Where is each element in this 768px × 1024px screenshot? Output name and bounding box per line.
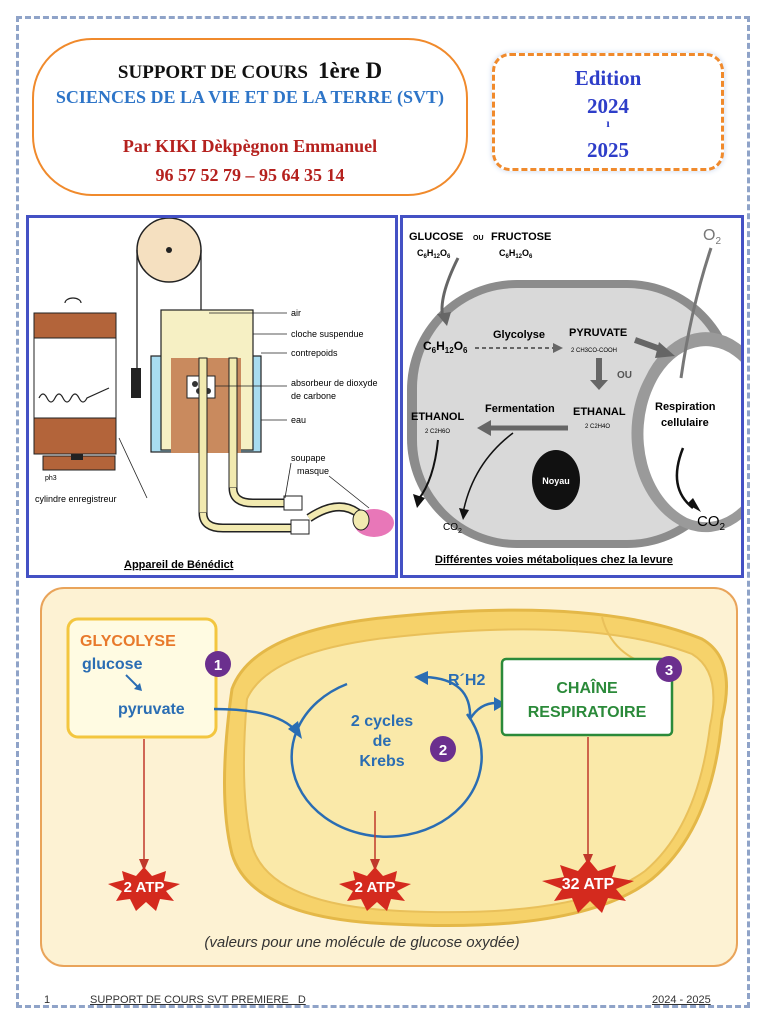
label-contrepoids: contrepoids	[291, 348, 338, 358]
respiration-diagram: GLYCOLYSE glucose pyruvate 1 2 cycles de…	[66, 608, 728, 951]
atp-burst-1	[108, 867, 180, 911]
yeast-panel: Noyau GLUCOSE OU FRUCTOSE C6H12O6 C6H12O…	[400, 215, 768, 578]
co2-ferment: CO2	[443, 522, 462, 535]
benedict-caption: Appareil de Bénédict	[124, 559, 234, 571]
step-2-badge	[430, 736, 456, 762]
author-phones: 96 57 52 79 – 95 64 35 14	[155, 165, 345, 185]
glucose-text: glucose	[82, 656, 143, 673]
nucleus-label: Noyau	[542, 476, 570, 486]
counterweight	[131, 368, 141, 398]
edition-year-start: 2024	[587, 94, 629, 118]
chain-box	[500, 657, 674, 737]
label-cloche: cloche suspendue	[291, 329, 364, 339]
pyruvate-formula: 2 CH3CO-COOH	[571, 348, 617, 354]
krebs-line-1: 2 cycles	[351, 713, 413, 730]
mitochondrion	[643, 346, 768, 523]
svg-text:C6H12O6: C6H12O6	[499, 248, 533, 260]
krebs-cycle	[290, 682, 483, 838]
class-level: 1ère D	[318, 58, 383, 83]
fermentation-label: Fermentation	[485, 403, 555, 415]
edition-box: Edition 2024 ı 2025	[492, 53, 724, 171]
ethanal-formula: 2 C2H4O	[585, 424, 610, 430]
nucleus	[532, 450, 580, 510]
step-3-number: 3	[665, 662, 673, 679]
rh2-label: R´H2	[448, 672, 485, 689]
page-border	[16, 16, 750, 1008]
course-title: SUPPORT DE COURS 1ère D	[34, 58, 466, 84]
krebs-line-3: Krebs	[359, 753, 404, 770]
yeast-caption: Différentes voies métaboliques chez la l…	[435, 554, 673, 566]
label-cylindre: cylindre enregistreur	[35, 494, 117, 504]
step-3-badge	[656, 656, 682, 682]
edition-label: Edition	[574, 66, 642, 90]
pyruvate-label: PYRUVATE	[569, 327, 627, 339]
edition-year-end: 2025	[587, 138, 629, 162]
edition-separator: ı	[606, 116, 610, 130]
oxidation-note: (valeurs pour une molécule de glucose ox…	[204, 934, 519, 951]
svg-text:ph3: ph3	[45, 475, 57, 482]
glucose-label: GLUCOSE	[409, 231, 463, 243]
label-eau: eau	[291, 415, 306, 425]
label-absorbeur-2: de carbone	[291, 391, 336, 401]
author-name: Par KIKI Dèkpègnon Emmanuel	[122, 136, 378, 156]
glycolyse-title: GLYCOLYSE	[80, 633, 176, 650]
ethanal-label: ETHANAL	[573, 406, 626, 418]
step-1-badge	[205, 651, 231, 677]
label-masque: masque	[297, 466, 329, 476]
co2-resp: CO2	[697, 513, 726, 533]
page-number: 1	[44, 994, 51, 1006]
ethanol-formula: 2 C2H6O	[425, 429, 450, 435]
pyruvate-text: pyruvate	[118, 701, 185, 718]
cellulaire-label: cellulaire	[661, 417, 709, 429]
step-1-number: 1	[214, 657, 222, 674]
glycolyse-box	[66, 617, 218, 739]
ou-branch-label: OU	[617, 370, 632, 381]
benedict-diagram: ph3 air cloche suspendue contrepoids	[33, 217, 394, 571]
recording-trace	[38, 387, 110, 403]
krebs-line-2: de	[373, 733, 392, 750]
label-absorbeur-1: absorbeur de dioxyde	[291, 378, 378, 388]
ou-label: OU	[473, 235, 484, 242]
chain-line-1: CHAÎNE	[556, 678, 618, 697]
benedict-panel: ph3 air cloche suspendue contrepoids	[26, 215, 398, 578]
atp-2-label: 2 ATP	[355, 879, 396, 896]
atp-1-label: 2 ATP	[124, 879, 165, 896]
atp-burst-2	[339, 867, 411, 911]
atp-3-label: 32 ATP	[562, 876, 615, 893]
respiration-label: Respiration	[655, 401, 716, 413]
label-soupape: soupape	[291, 453, 326, 463]
label-air: air	[291, 308, 301, 318]
atp-burst-3	[542, 859, 634, 913]
svg-text:C6H12O6: C6H12O6	[417, 248, 451, 260]
subject-title: SCIENCES DE LA VIE ET DE LA TERRE (SVT)	[55, 87, 445, 107]
ethanol-label: ETHANOL	[411, 411, 464, 423]
footer-title: SUPPORT DE COURS SVT PREMIERE D	[90, 994, 306, 1006]
title-block: SUPPORT DE COURS 1ère D SCIENCES DE LA VI…	[32, 38, 468, 196]
course-title-text: SUPPORT DE COURS	[117, 62, 308, 83]
glycolyse-label: Glycolyse	[493, 329, 545, 341]
fructose-label: FRUCTOSE	[491, 231, 551, 243]
respiration-panel: GLYCOLYSE glucose pyruvate 1 2 cycles de…	[40, 587, 738, 967]
step-2-number: 2	[439, 742, 447, 759]
chain-line-2: RESPIRATOIRE	[528, 704, 647, 721]
yeast-diagram: Noyau GLUCOSE OU FRUCTOSE C6H12O6 C6H12O…	[407, 227, 768, 566]
o2-label: O2	[703, 227, 721, 247]
footer-years: 2024 - 2025	[652, 994, 711, 1006]
